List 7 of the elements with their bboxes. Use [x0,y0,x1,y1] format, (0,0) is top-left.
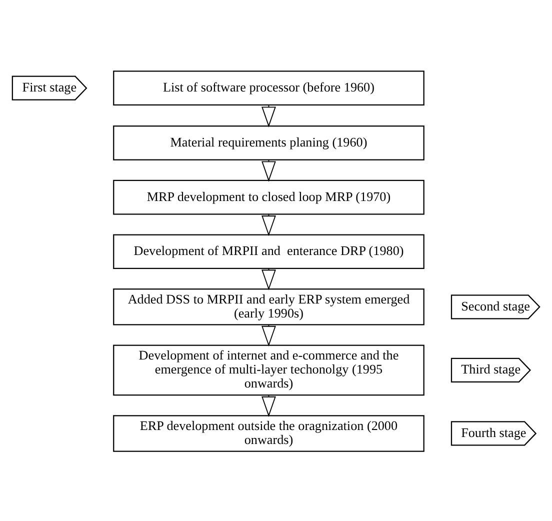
node-box: ERP development outside the oragnization (2000 onwards) [113,414,424,452]
node-box: MRP development to closed loop MRP (1970) [113,179,424,214]
node-box: Development of internet and e-commerce and the emergence of multi-layer techonolgy (1995 onwards) [113,344,424,396]
node-box: Material requirements planing (1960) [113,124,424,160]
node-box: List of software processor (before 1960) [113,70,424,106]
node-box: Development of MRPII and enterance DRP (1980) [113,234,424,269]
node-box: Added DSS to MRPII and early ERP system emerged (early 1990s) [113,288,424,325]
